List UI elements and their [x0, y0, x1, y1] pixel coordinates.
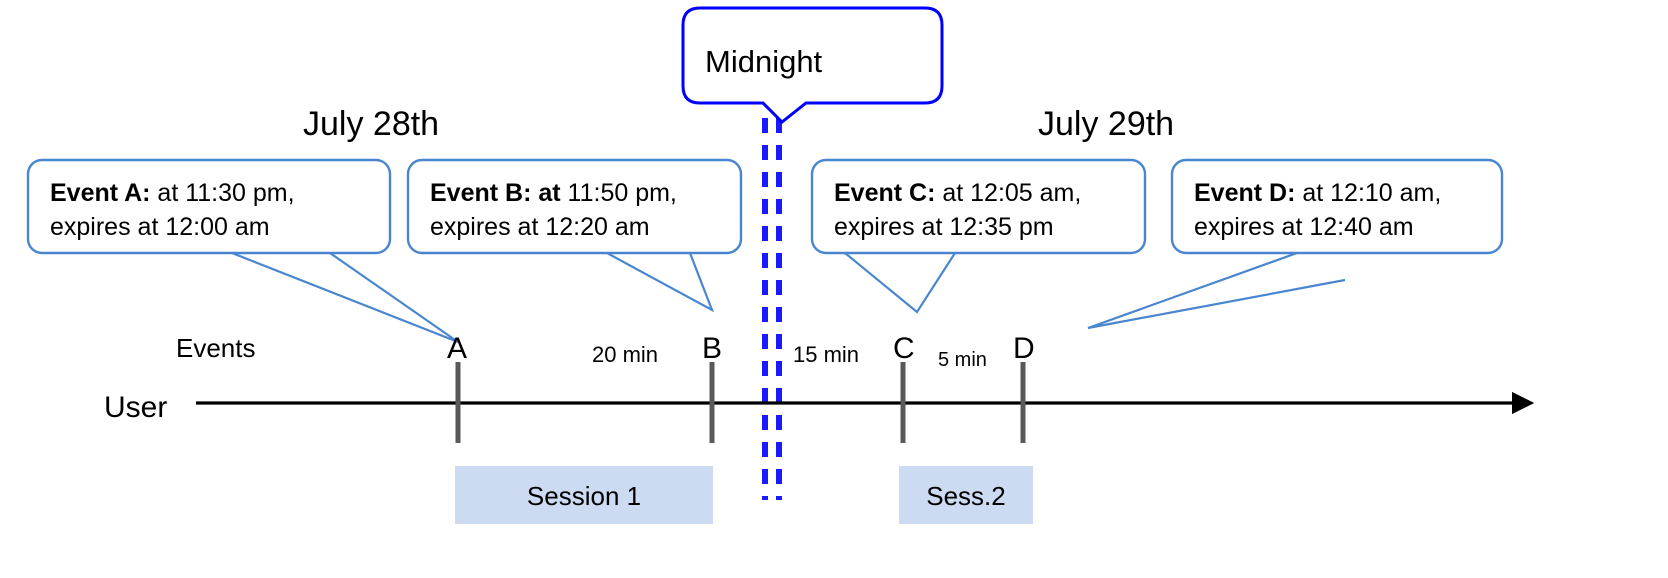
callout-box-event-d: [1170, 158, 1504, 255]
leader-line-event-b: [606, 252, 715, 313]
callout-box-event-a: [26, 158, 392, 255]
interval-label-cd: 5 min: [938, 349, 987, 371]
callout-event-d-line2: expires at 12:40 am: [1194, 213, 1414, 241]
session-2-label: Sess.2: [926, 481, 1006, 511]
interval-label-bc: 15 min: [793, 342, 859, 367]
callout-event-d-rest: at 12:10 am,: [1295, 179, 1441, 207]
session-1-box: [455, 466, 713, 524]
tick-letter-c: C: [893, 332, 915, 365]
date-label-july-28: July 28th: [303, 105, 439, 143]
tick-letter-a: A: [447, 332, 467, 365]
callout-event-b-bold: Event B: at: [430, 179, 561, 207]
midnight-label: Midnight: [705, 44, 823, 79]
tick-letter-d: D: [1013, 332, 1035, 365]
callout-event-c-line2: expires at 12:35 pm: [834, 213, 1054, 241]
axis-events-label: Events: [176, 333, 256, 363]
callout-event-c-line1: Event C: at 12:05 am,: [834, 179, 1081, 207]
callout-event-b-line2: expires at 12:20 am: [430, 213, 650, 241]
midnight-callout-bubble: [681, 6, 944, 125]
session-2-box: [899, 466, 1033, 524]
callout-event-a-bold: Event A:: [50, 179, 150, 207]
leader-line-event-d: [1087, 251, 1346, 330]
leader-line-event-a: [231, 251, 459, 344]
tick-letter-b: B: [702, 332, 722, 365]
callout-event-a-line1: Event A: at 11:30 pm,: [50, 179, 295, 207]
callout-event-b-line1: Event B: at 11:50 pm,: [430, 179, 677, 207]
axis-row-label-user: User: [104, 391, 167, 424]
session-1-label: Session 1: [527, 481, 641, 511]
callout-event-d-bold: Event D:: [1194, 179, 1295, 207]
date-label-july-29: July 29th: [1038, 105, 1174, 143]
callout-box-event-c: [810, 158, 1147, 255]
interval-label-ab: 20 min: [592, 342, 658, 367]
callout-event-c-bold: Event C:: [834, 179, 935, 207]
callout-event-b-rest: 11:50 pm,: [561, 179, 677, 207]
callout-event-a-rest: at 11:30 pm,: [150, 179, 294, 207]
callout-box-event-b: [406, 158, 743, 255]
callout-event-d-line1: Event D: at 12:10 am,: [1194, 179, 1441, 207]
callout-event-c-rest: at 12:05 am,: [935, 179, 1081, 207]
callout-event-a-line2: expires at 12:00 am: [50, 213, 270, 241]
leader-line-event-c: [844, 252, 956, 314]
